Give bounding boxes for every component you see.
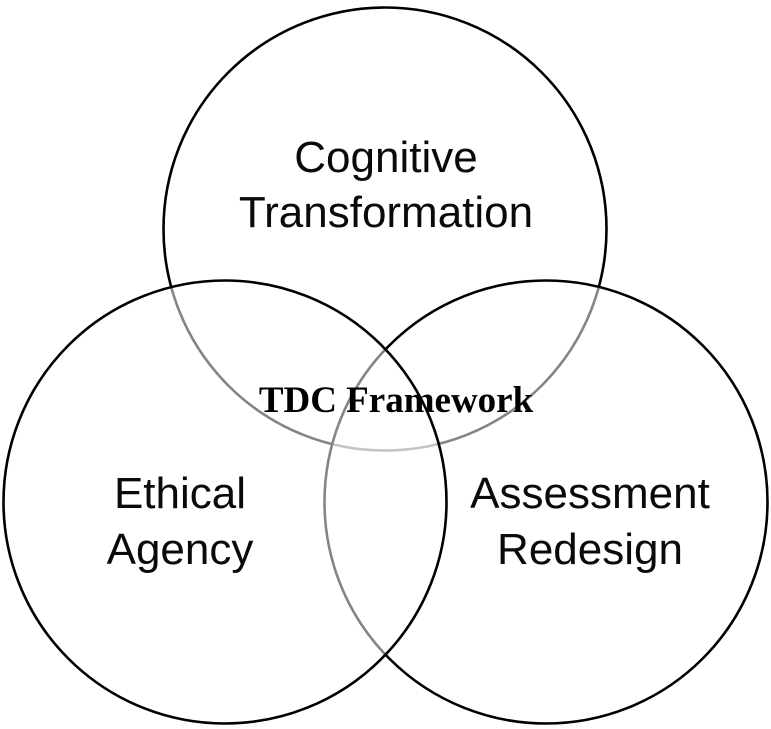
label-assessment-line2: Redesign: [497, 525, 683, 574]
label-cognitive-line2: Transformation: [239, 188, 533, 237]
circle-ethical-agency: [2, 279, 448, 725]
label-assessment-line1: Assessment: [470, 469, 710, 518]
label-ethical-line2: Agency: [107, 525, 254, 574]
label-cognitive-line1: Cognitive: [294, 133, 477, 182]
label-ethical-line1: Ethical: [114, 469, 246, 518]
center-label-tdc-framework: TDC Framework: [259, 380, 534, 421]
